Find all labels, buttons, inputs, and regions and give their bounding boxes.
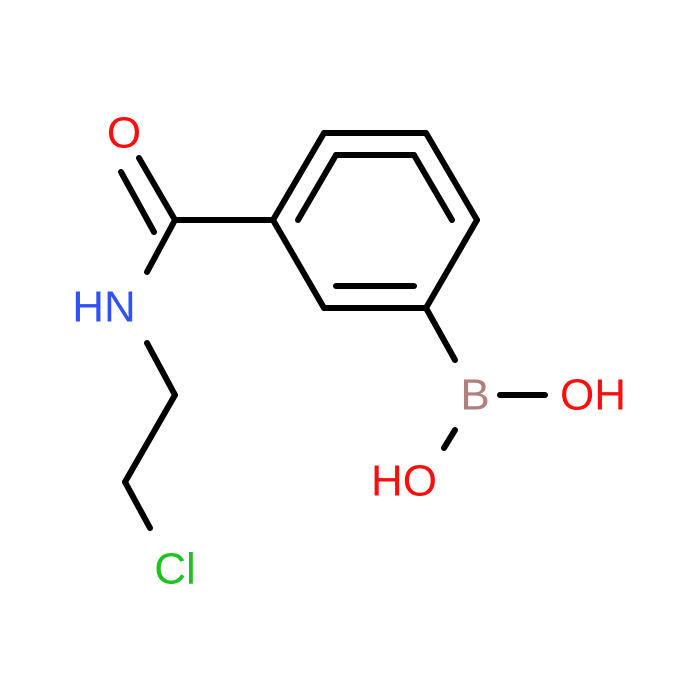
- carbonyl-to-nitrogen-bond: [144, 217, 178, 275]
- ring-bond-upper-right: [423, 130, 480, 223]
- ring-to-boron-bond: [423, 305, 458, 363]
- atom-label-layer: O HN Cl B OH HO: [72, 109, 626, 594]
- ring-bond-lower-left: [270, 217, 327, 311]
- carbonyl-double-bond-a: [136, 155, 178, 223]
- amide-nitrogen-label: HN: [72, 283, 136, 332]
- bond-layer: [118, 130, 548, 531]
- ring-bond-upper-left-inner: [295, 152, 339, 223]
- ch2-to-ch2-bond: [122, 392, 178, 485]
- nitrogen-to-ch2-bond: [144, 340, 178, 398]
- chlorine-label: Cl: [154, 545, 196, 594]
- ch2-to-chlorine-bond: [122, 479, 153, 531]
- ring-bond-lower-right: [423, 217, 480, 311]
- hydroxyl-left-label: HO: [371, 457, 437, 506]
- ring-bond-upper-right-inner: [411, 152, 455, 223]
- hydroxyl-right-label: OH: [560, 371, 626, 420]
- carbonyl-double-bond-b: [118, 169, 157, 235]
- carbonyl-oxygen-label: O: [107, 109, 141, 158]
- boron-to-oh-left-bond: [441, 427, 458, 451]
- ring-bond-upper-left: [270, 130, 327, 223]
- boron-label: B: [460, 371, 489, 420]
